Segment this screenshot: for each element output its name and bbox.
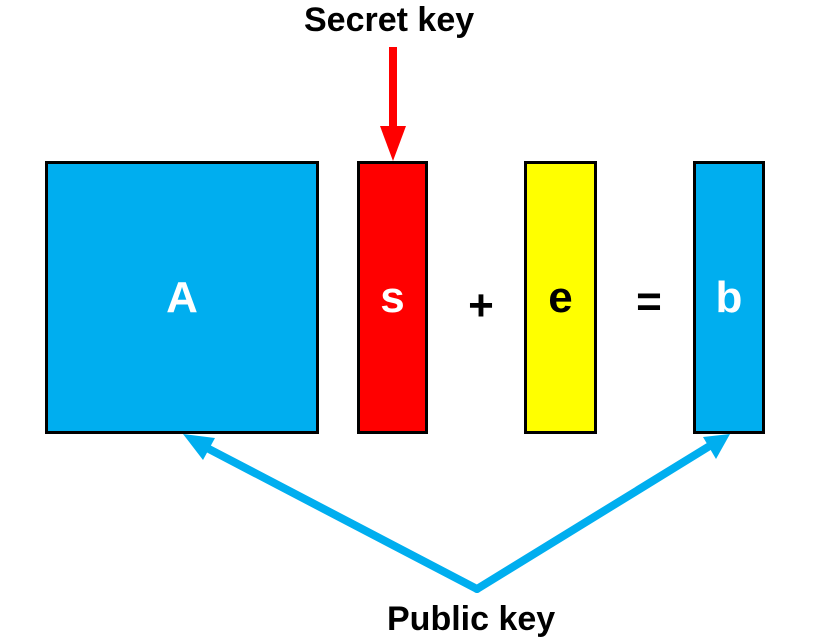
- vector-b-label: b: [715, 272, 743, 322]
- vector-s-label: s: [380, 272, 405, 322]
- public-key-arrow-b-head: [703, 434, 730, 459]
- plus-operator: +: [468, 281, 494, 330]
- public-key-label: Public key: [387, 600, 556, 638]
- public-key-arrow-a-head: [183, 434, 215, 460]
- matrix-a-label: A: [166, 272, 198, 322]
- public-key-arrow-to-a: [183, 434, 481, 593]
- vector-s-box: s: [357, 161, 428, 434]
- vector-b-box: b: [693, 161, 765, 434]
- secret-key-arrow: [380, 47, 406, 161]
- secret-key-arrow-head: [380, 126, 406, 161]
- secret-key-label: Secret key: [304, 1, 475, 39]
- equals-operator: =: [636, 277, 662, 326]
- public-key-arrow-to-b: [473, 434, 730, 593]
- public-key-arrow-a-shaft: [203, 444, 481, 593]
- matrix-a-box: A: [45, 161, 319, 434]
- public-key-arrow-b-shaft: [473, 443, 712, 593]
- vector-e-label: e: [548, 272, 573, 322]
- vector-e-box: e: [524, 161, 597, 434]
